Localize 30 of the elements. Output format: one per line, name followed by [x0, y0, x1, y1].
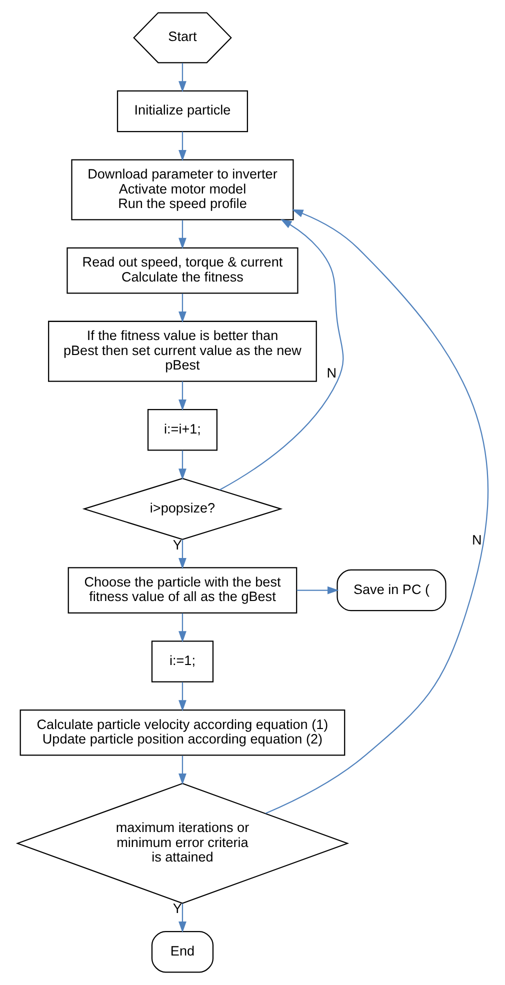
node-box: i:=i+1; [146, 408, 217, 451]
node-box: Save in PC ( [336, 569, 446, 612]
edge-label: N [471, 532, 482, 548]
arrow [178, 450, 186, 480]
edge-label: Y [172, 538, 182, 553]
arrow [218, 218, 344, 490]
node-box: Choose the particle with the best fitness value of all as the gBest [67, 567, 297, 614]
node-box: Calculate particle velocity according equation (1) Update particle position according equation (2) [19, 709, 345, 756]
node-box: End [150, 930, 214, 973]
arrow [178, 756, 186, 785]
node-diamond: i>popsize? [82, 478, 282, 540]
edge-label: Y [172, 901, 182, 916]
arrow [178, 381, 186, 411]
node-box: If the fitness value is better than pBest then set current value as the new pBest [48, 320, 316, 382]
arrow [178, 220, 186, 250]
arrow [296, 586, 338, 594]
arrow [178, 682, 186, 712]
arrow [264, 209, 488, 814]
node-diamond: maximum iterations or minimum error criteria is attained [15, 782, 349, 904]
arrow [178, 540, 186, 570]
arrow [178, 62, 186, 92]
arrow [178, 613, 186, 642]
arrow [178, 294, 186, 323]
node-box: Read out speed, torque & current Calculate the fitness [66, 247, 298, 294]
node-box: i:=1; [150, 640, 214, 682]
arrow [178, 904, 186, 933]
node-box: Initialize particle [116, 90, 248, 132]
node-box: Download parameter to inverter Activate motor model Run the speed profile [70, 159, 294, 220]
arrow [178, 132, 186, 162]
edge-label: N [326, 365, 336, 380]
